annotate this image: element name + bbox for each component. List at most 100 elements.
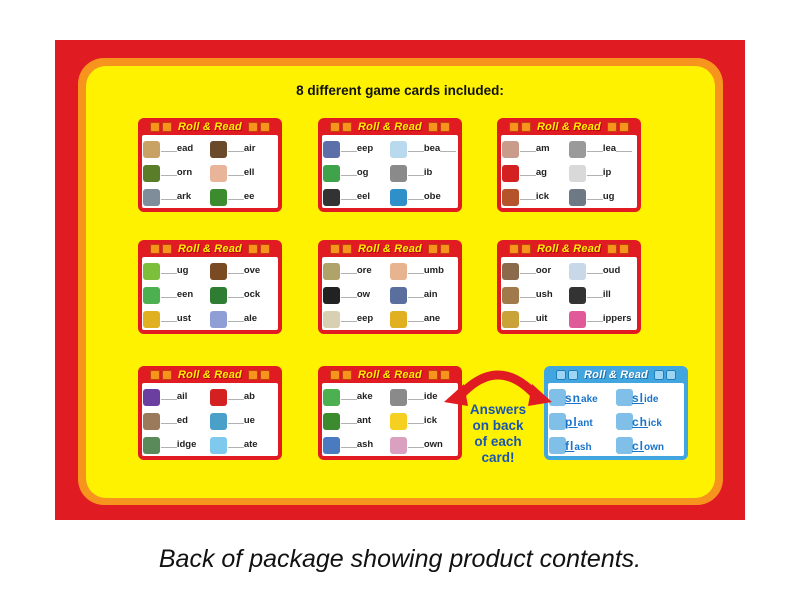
sheep-icon (323, 141, 340, 158)
word-pattern: ___bea___ (408, 143, 457, 154)
word-pattern: ___orn (161, 167, 193, 178)
whale-icon (210, 311, 227, 328)
word-pattern: ___ash (341, 439, 374, 450)
word-item: ___ale (210, 308, 276, 332)
word-item: ___ash (323, 434, 389, 458)
slug-icon (143, 263, 160, 280)
word-item: ___ed (143, 410, 209, 434)
card-title: Roll & Read (358, 242, 422, 255)
thumb-icon (390, 263, 407, 280)
slippers-icon (569, 311, 586, 328)
word-pattern: ___ate (228, 439, 258, 450)
plate-icon (210, 437, 227, 454)
word-pattern: ___ore (341, 265, 372, 276)
word-ending: own (644, 442, 665, 453)
answers-line: on back (472, 418, 524, 433)
game-card: Roll & Read___ug___ove___een___ock___ust… (138, 240, 282, 334)
word-pattern: ___ippers (587, 313, 632, 324)
plant-icon (323, 413, 340, 430)
word-pattern: ___ake (341, 391, 373, 402)
word-item: ___own (390, 434, 456, 458)
dice-icon (247, 369, 270, 380)
dice-icon (330, 121, 353, 132)
word-item: ___een (143, 284, 209, 308)
word-item: ___ippers (569, 308, 635, 332)
card-title: Roll & Read (178, 242, 242, 255)
dice-icon (509, 243, 532, 254)
snake-icon (549, 389, 566, 406)
word-pattern: ___oor (520, 265, 552, 276)
word-pattern: ___ag (520, 167, 547, 178)
word-item: ___uit (502, 308, 568, 332)
frog-icon (323, 165, 340, 182)
word-item: clown (616, 434, 682, 458)
card-body: ___ake___ide___ant___ick___ash___own (322, 383, 458, 456)
word-item: flash (549, 434, 615, 458)
word-item: ___idge (143, 434, 209, 458)
word-pattern: ___ust (161, 313, 192, 324)
word-item: ___oor (502, 260, 568, 284)
word-row: ___ead___air (142, 138, 278, 162)
word-pattern: clown (632, 439, 664, 453)
flag-icon (502, 165, 519, 182)
word-ending: ant (577, 418, 593, 429)
word-pattern: flash (565, 439, 592, 453)
dice-icon (427, 243, 450, 254)
chick-icon (616, 413, 633, 430)
word-pattern: ___ue (228, 415, 255, 426)
word-item: ___ark (143, 186, 209, 210)
word-item: ___ead (143, 138, 209, 162)
word-item: ___ell (210, 162, 276, 186)
crust-icon (143, 311, 160, 328)
dice-icon (606, 121, 629, 132)
shark-icon (143, 189, 160, 206)
word-row: ___ow___ain (322, 284, 458, 308)
word-row: ___eel ___obe (322, 186, 458, 210)
card-header: Roll & Read (497, 118, 641, 135)
sheep-icon (323, 311, 340, 328)
word-row: ___ag ___ip (501, 162, 637, 186)
card-header: Roll & Read (318, 240, 462, 257)
slug-icon (569, 189, 586, 206)
word-item: ___eep (323, 308, 389, 332)
word-row: flash clown (548, 434, 684, 458)
word-ending: ick (648, 418, 662, 429)
card-title: Roll & Read (358, 120, 422, 133)
word-pattern: ___ee (228, 191, 255, 202)
dice-icon (556, 369, 579, 380)
card-header: Roll & Read (544, 366, 688, 383)
word-item: ___ick (390, 410, 456, 434)
word-row: ___ust ___ale (142, 308, 278, 332)
word-row: ___eep___bea___ (322, 138, 458, 162)
word-pattern: ___ib (408, 167, 433, 178)
card-body: ___ore___umb___ow___ain___eep___ane (322, 257, 458, 330)
word-pattern: snake (565, 391, 598, 405)
blend-letters: pl (565, 415, 578, 429)
word-item: chick (616, 410, 682, 434)
word-pattern: ___eel (341, 191, 371, 202)
word-pattern: ___oud (587, 265, 621, 276)
word-row: ___ed ___ue (142, 410, 278, 434)
chair-icon (210, 141, 227, 158)
word-pattern: ___own (408, 439, 443, 450)
word-row: ___oor ___oud (501, 260, 637, 284)
word-row: plant chick (548, 410, 684, 434)
word-row: ___ush___ill (501, 284, 637, 308)
word-pattern: ___ane (408, 313, 441, 324)
dice-icon (427, 121, 450, 132)
card-title: Roll & Read (537, 120, 601, 133)
dice-icon (150, 369, 173, 380)
word-row: ___ick___ug (501, 186, 637, 210)
word-pattern: ___obe (408, 191, 441, 202)
card-title: Roll & Read (537, 242, 601, 255)
card-header: Roll & Read (318, 118, 462, 135)
train-icon (390, 287, 407, 304)
answers-line: card! (481, 450, 515, 465)
answers-line: of each (474, 434, 522, 449)
word-pattern: ___ip (587, 167, 612, 178)
word-pattern: ___ale (228, 313, 258, 324)
word-pattern: ___ill (587, 289, 611, 300)
word-item: ___ow (323, 284, 389, 308)
dice-icon (509, 121, 532, 132)
